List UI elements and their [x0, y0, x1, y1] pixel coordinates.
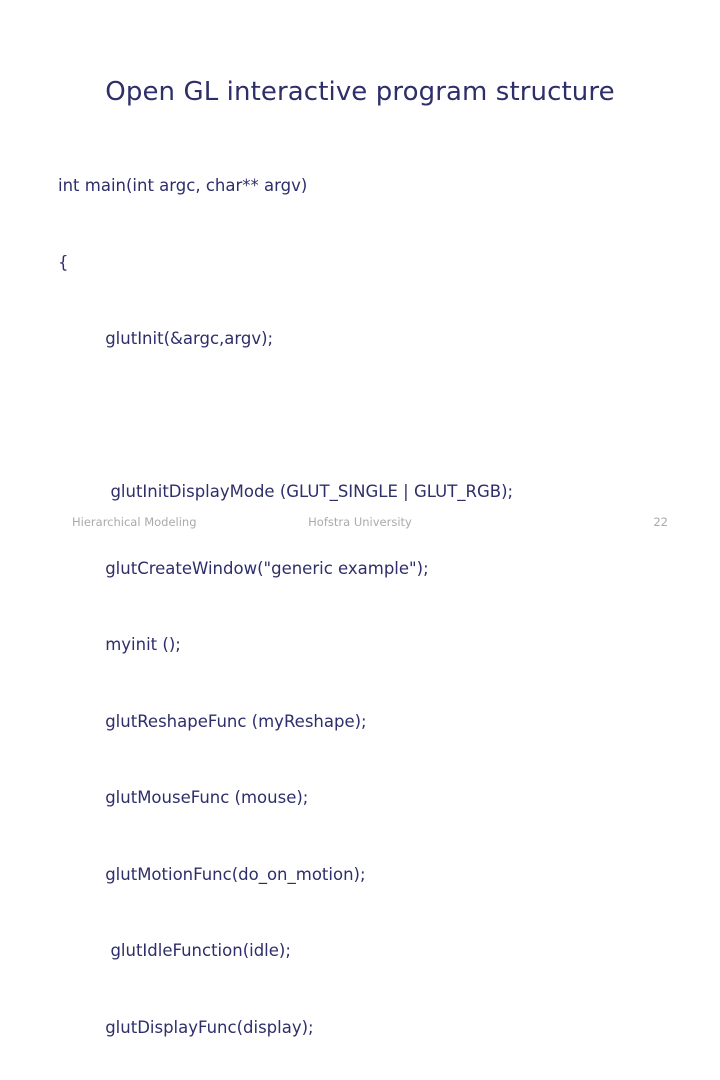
code-line-blank [58, 403, 698, 429]
code-listing: int main(int argc, char** argv) { glutIn… [58, 122, 698, 1080]
code-line: glutCreateWindow("generic example"); [58, 558, 429, 578]
code-line: { [58, 252, 69, 272]
code-line: glutInitDisplayMode (GLUT_SINGLE | GLUT_… [58, 482, 514, 501]
slide-number: 22 [653, 515, 668, 529]
code-line: glutMotionFunc(do_on_motion); [58, 864, 366, 884]
code-line: glutDisplayFunc(display); [58, 1017, 314, 1037]
code-line: glutInit(&argc,argv); [58, 329, 274, 348]
footer-institution-label: Hofstra University [308, 515, 412, 529]
page-title: Open GL interactive program structure [105, 77, 615, 108]
code-line: glutReshapeFunc (myReshape); [58, 711, 367, 731]
code-line: myinit (); [58, 635, 181, 654]
slide: Open GL interactive program structure in… [0, 77, 720, 1037]
footer-topic-label: Hierarchical Modeling [72, 515, 197, 529]
code-line: glutMouseFunc (mouse); [58, 788, 309, 807]
code-line: glutIdleFunction(idle); [58, 941, 291, 960]
code-line: int main(int argc, char** argv) [58, 176, 308, 195]
slide-footer: Hierarchical Modeling Hofstra University… [0, 512, 720, 532]
